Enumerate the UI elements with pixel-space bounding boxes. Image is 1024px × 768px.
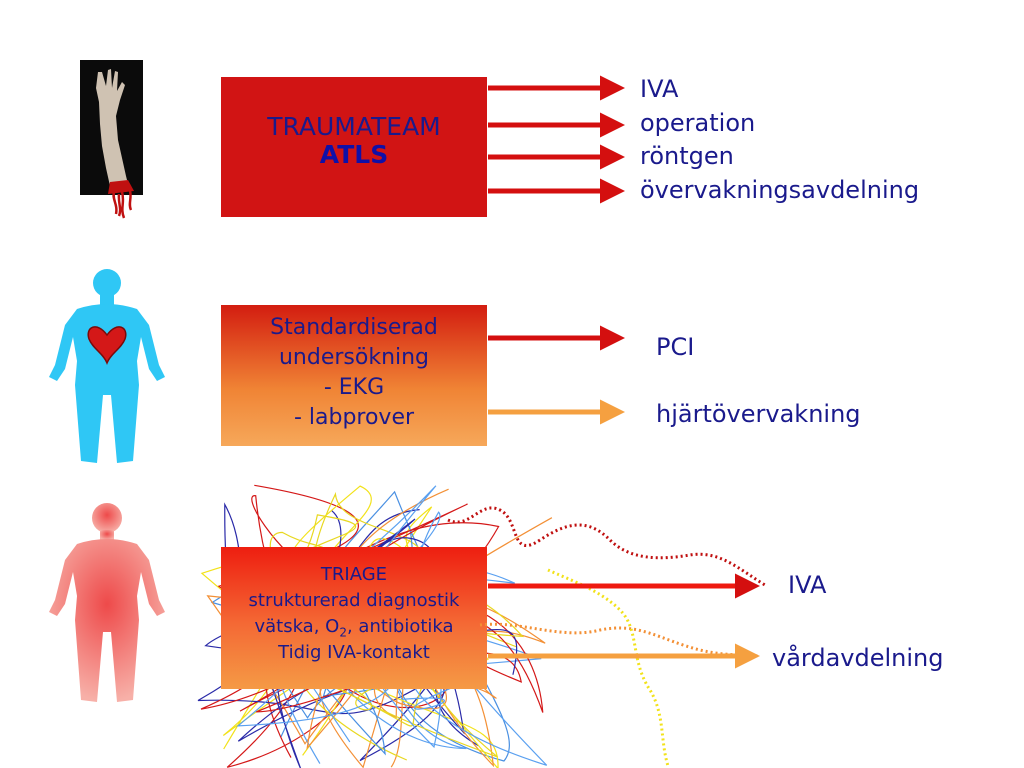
dest-operation: operation [640,109,756,137]
dotted-path-red [447,506,766,587]
dest-overvakningsavdelning: övervakningsavdelning [640,176,920,204]
dotted-path-yellow [547,568,670,767]
dest-vardavdelning: vårdavdelning [772,644,944,672]
antibiotika-text: , antibiotika [346,616,454,637]
box-line-atls: ATLS [319,140,389,169]
triage-box: TRIAGE strukturerad diagnostik vätska, O… [221,547,487,689]
heart-body-icon [45,265,170,470]
dest-hjartovervakning: hjärtövervakning [656,400,861,428]
dest-pci: PCI [656,333,695,361]
box-line-labprover: - labprover [293,405,415,430]
dotted-path-orange [479,622,761,658]
oxygen-subscript: 2 [339,625,347,640]
box-line-triage: TRIAGE [320,564,388,585]
traumateam-atls-box: TRAUMATEAM ATLS [221,77,487,217]
box-line-standardiserad: Standardiserad [270,315,438,340]
pink-body-icon [45,500,170,708]
dest-iva-trauma: IVA [640,75,679,103]
box-line-tidig-iva: Tidig IVA-kontakt [278,642,430,663]
box-line-vatska: vätska, O2, antibiotika [221,614,487,640]
box-line-ekg: - EKG [323,375,385,400]
box-line-strukturerad: strukturerad diagnostik [248,590,460,611]
vatska-text: vätska, O [254,616,340,637]
standardized-exam-box: Standardiserad undersökning - EKG - labp… [221,305,487,446]
box-line-undersokning: undersökning [278,345,430,370]
severed-arm-icon [78,58,146,223]
dest-rontgen: röntgen [640,142,734,170]
box-line-traumateam: TRAUMATEAM [267,112,441,141]
dest-iva-triage: IVA [788,571,827,599]
